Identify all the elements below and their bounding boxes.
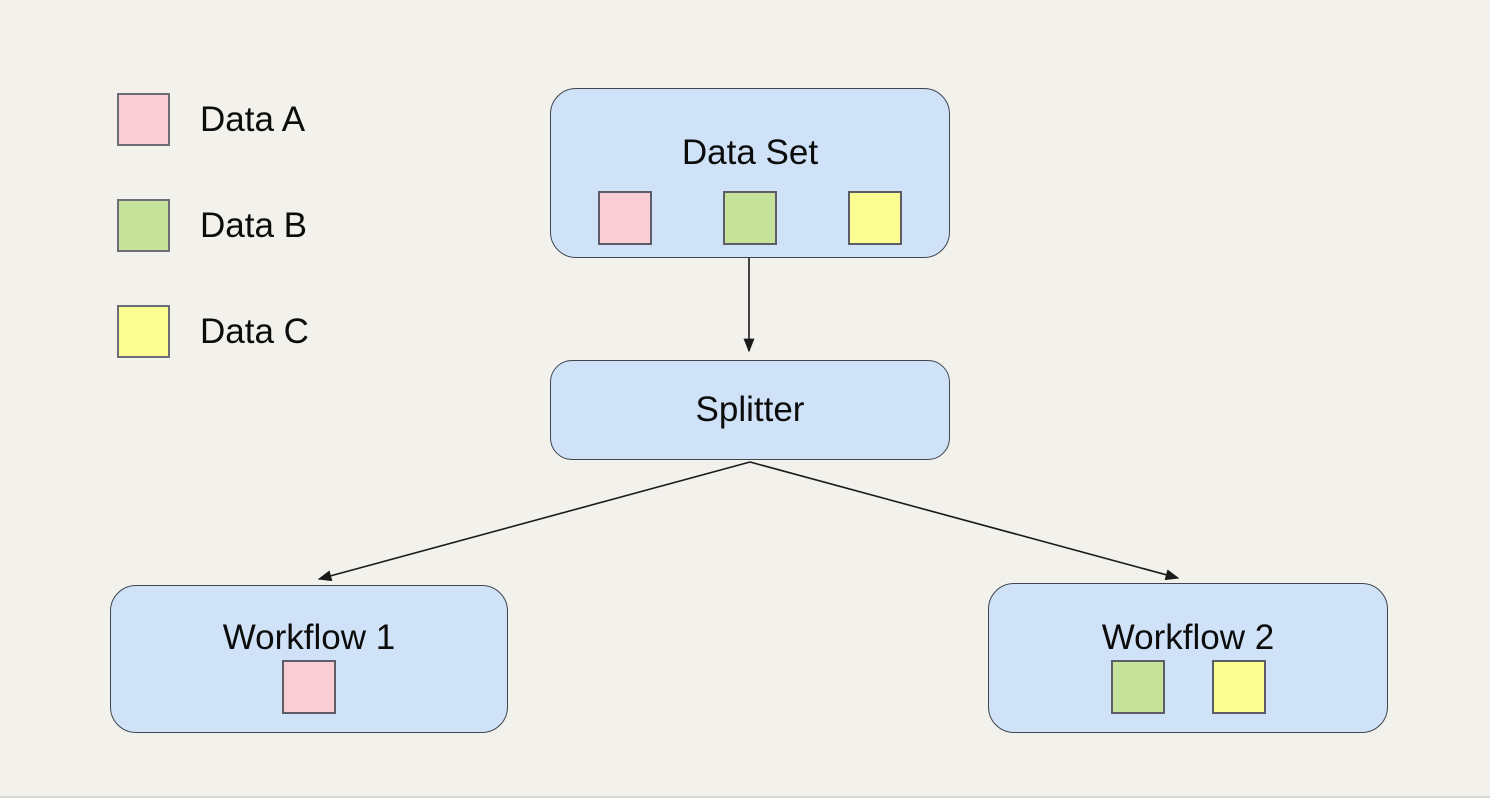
data-c-chip bbox=[1211, 660, 1266, 714]
data-b-chip bbox=[1110, 660, 1165, 714]
data-a-chip bbox=[282, 660, 336, 714]
data-c-swatch bbox=[117, 305, 170, 358]
data-c-chip bbox=[848, 191, 902, 245]
legend-item-data-b: Data B bbox=[117, 199, 307, 252]
node-workflow-1: Workflow 1 bbox=[110, 585, 508, 733]
node-splitter-title: Splitter bbox=[695, 390, 805, 429]
node-workflow-1-chips bbox=[282, 660, 336, 714]
legend-label-data-b: Data B bbox=[200, 206, 307, 245]
data-a-chip bbox=[598, 191, 652, 245]
node-data-set-chips bbox=[598, 191, 902, 245]
data-b-swatch bbox=[117, 199, 170, 252]
data-b-chip bbox=[723, 191, 777, 245]
node-data-set-title: Data Set bbox=[681, 133, 819, 172]
node-workflow-1-title: Workflow 1 bbox=[222, 618, 396, 657]
legend-item-data-a: Data A bbox=[117, 93, 305, 146]
legend-item-data-c: Data C bbox=[117, 305, 309, 358]
legend-label-data-c: Data C bbox=[200, 312, 309, 351]
node-data-set: Data Set bbox=[550, 88, 950, 258]
edge-splitter-to-workflow2 bbox=[749, 461, 1180, 581]
data-a-swatch bbox=[117, 93, 170, 146]
node-workflow-2-title: Workflow 2 bbox=[1101, 618, 1275, 657]
node-workflow-2-chips bbox=[1110, 660, 1266, 714]
edge-splitter-to-workflow1 bbox=[317, 461, 751, 582]
legend-label-data-a: Data A bbox=[200, 100, 306, 139]
node-workflow-2: Workflow 2 bbox=[988, 583, 1388, 733]
node-splitter: Splitter bbox=[550, 360, 950, 460]
